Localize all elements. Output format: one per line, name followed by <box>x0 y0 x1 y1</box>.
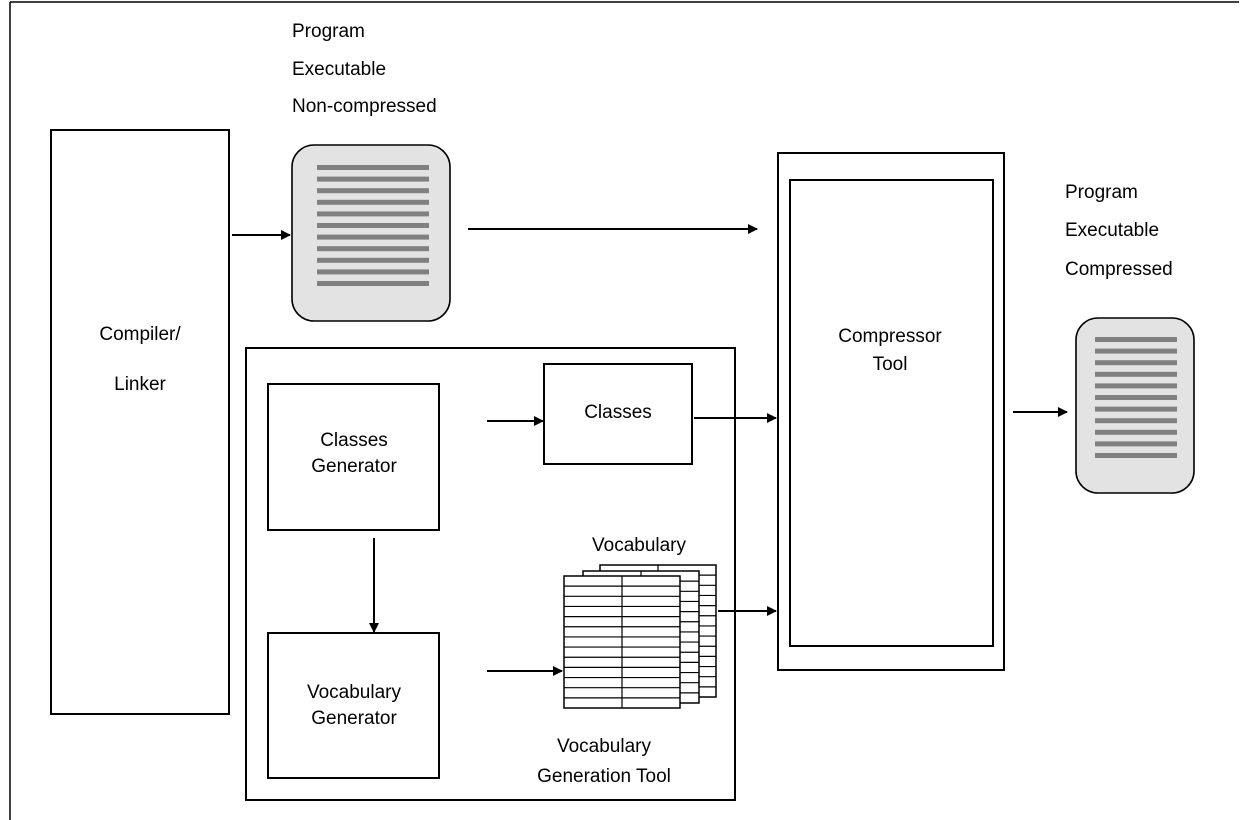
document-text-line <box>1095 360 1177 366</box>
output-program-label-line3: Compressed <box>1065 259 1173 280</box>
input-program-document-icon <box>291 144 451 322</box>
document-text-line <box>1095 371 1177 377</box>
input-program-label-line3: Non-compressed <box>292 96 437 117</box>
document-text-line <box>317 188 429 194</box>
classes-label: Classes <box>584 402 652 423</box>
input-program-label-line2: Executable <box>292 59 386 80</box>
compressor-label-line1: Compressor <box>838 326 942 347</box>
document-text-line <box>317 165 429 170</box>
vocabulary-tables-icon <box>563 564 717 709</box>
classes-generator-label-line1: Classes <box>320 430 388 451</box>
document-text-line <box>1095 441 1177 447</box>
document-text-line <box>317 176 429 182</box>
output-program-document-icon <box>1075 317 1195 494</box>
document-text-line <box>317 223 429 228</box>
document-text-line <box>1095 337 1177 342</box>
vocabulary-generation-tool-label-line2: Generation Tool <box>537 766 671 787</box>
vocabulary-label: Vocabulary <box>592 535 687 556</box>
document-text-line <box>317 269 429 275</box>
input-program-label-line1: Program <box>292 21 365 42</box>
classes-box: Classes <box>543 363 693 465</box>
document-text-line <box>317 211 429 217</box>
document-text-line <box>1095 453 1177 458</box>
vocabulary-generator-label-line1: Vocabulary <box>307 682 402 703</box>
document-text-line <box>1095 429 1177 435</box>
compressor-label-line2: Tool <box>873 354 908 375</box>
compressor-tool-box: Compressor Tool <box>777 152 1005 671</box>
document-text-line <box>317 234 429 240</box>
vocabulary-generation-tool-label-line1: Vocabulary <box>557 736 652 757</box>
compiler-label-line2: Linker <box>114 374 166 395</box>
document-text-line <box>317 199 429 205</box>
classes-generator-label-line2: Generator <box>311 456 397 477</box>
output-program-label-line1: Program <box>1065 182 1138 203</box>
document-text-line <box>317 257 429 263</box>
classes-generator-box: Classes Generator <box>267 383 440 531</box>
compiler-linker-box: Compiler/ Linker <box>50 129 230 715</box>
document-text-line <box>317 246 429 252</box>
document-text-line <box>317 281 429 286</box>
vocabulary-generator-label-line2: Generator <box>311 708 397 729</box>
vocabulary-generator-box: Vocabulary Generator <box>267 632 440 779</box>
compiler-label-line1: Compiler/ <box>99 324 181 345</box>
document-text-line <box>1095 348 1177 354</box>
vocabulary-table-sheet <box>563 575 681 709</box>
document-text-line <box>1095 418 1177 424</box>
document-text-line <box>1095 395 1177 400</box>
output-program-label-line2: Executable <box>1065 220 1159 241</box>
document-text-line <box>1095 406 1177 412</box>
document-text-line <box>1095 383 1177 389</box>
